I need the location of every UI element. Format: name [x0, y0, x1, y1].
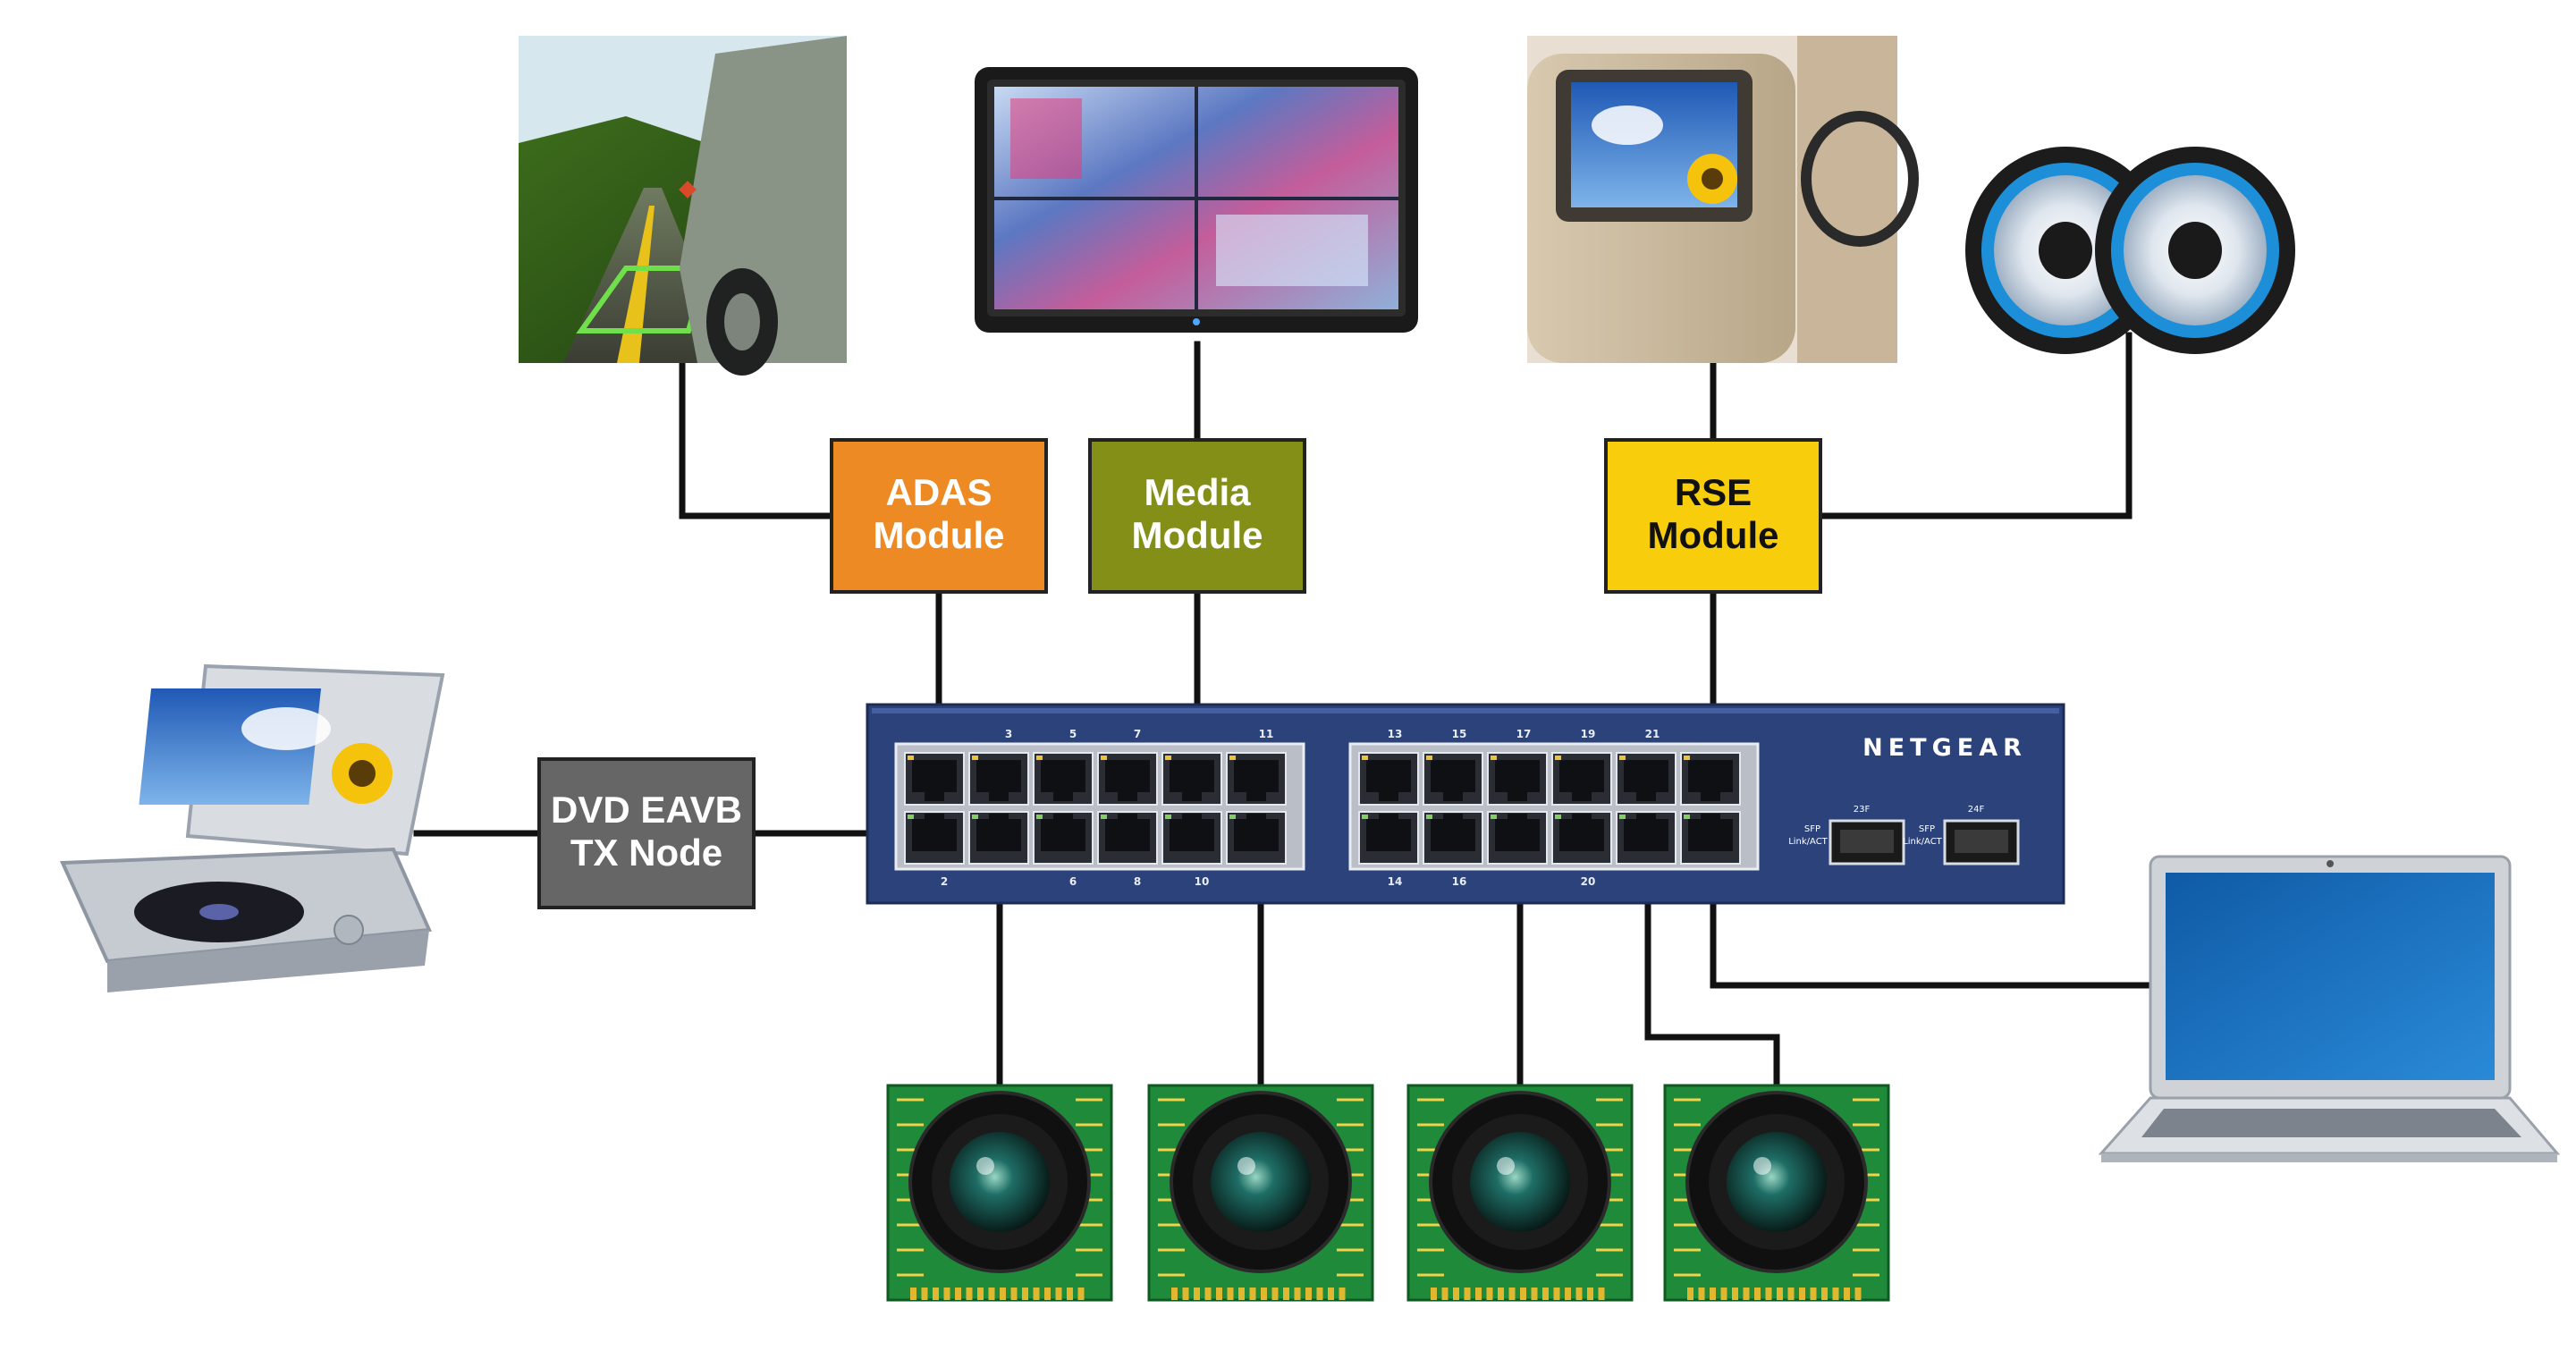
rj45-port: [1551, 752, 1612, 806]
rj45-port: [1097, 752, 1158, 806]
camera-board-2: [1147, 1084, 1374, 1302]
port-number: 11: [1259, 728, 1274, 740]
port-number: 3: [1005, 728, 1012, 740]
port-number: 16: [1452, 875, 1467, 888]
sfp-port-sub-label: Link/ACT: [1903, 837, 1942, 847]
camera-board-3: [1406, 1084, 1634, 1302]
rj45-port: [1680, 811, 1741, 865]
wire-adas-camera: [679, 359, 835, 519]
camera-board-1: [886, 1084, 1113, 1302]
port-number: 5: [1069, 728, 1077, 740]
camera-boards: [886, 1084, 1890, 1302]
camera-lens: [950, 1132, 1050, 1232]
rj45-port: [968, 811, 1029, 865]
switch-top-port-numbers: 3 5 7 11 13 15 17 19 21: [1005, 728, 1660, 740]
rj45-port: [1161, 811, 1222, 865]
camera-board-4: [1663, 1084, 1890, 1302]
port-number: 15: [1452, 728, 1467, 740]
port-number: 17: [1516, 728, 1532, 740]
sfp-port-23f: 23F SFP Link/ACT: [1788, 805, 1905, 865]
sfp-port-label: 24F: [1968, 805, 1985, 815]
sfp-port-sub-label: SFP: [1919, 824, 1935, 834]
rj45-port: [1423, 752, 1483, 806]
media-module-label-line2: Module: [1132, 514, 1263, 556]
rj45-port: [1551, 811, 1612, 865]
rj45-port: [1616, 752, 1677, 806]
rj45-port: [1097, 811, 1158, 865]
media-monitor: [975, 67, 1418, 333]
rj45-port: [1616, 811, 1677, 865]
rj45-port: [1226, 752, 1287, 806]
port-number: 2: [941, 875, 948, 888]
port-number: 13: [1388, 728, 1403, 740]
port-number: 8: [1134, 875, 1141, 888]
rj45-port: [904, 811, 965, 865]
dvd-node-label-line1: DVD EAVB: [551, 789, 742, 831]
rj45-port: [1033, 752, 1094, 806]
rj45-port: [1226, 811, 1287, 865]
rse-module-box: RSE Module: [1604, 438, 1822, 594]
switch-bottom-port-numbers: 2 6 8 10 14 16 20: [941, 875, 1596, 888]
port-number: 14: [1388, 875, 1403, 888]
rse-module-label-line2: Module: [1648, 514, 1779, 556]
network-switch: 3 5 7 11 13 15 17 19 21 2 6 8 10 14 16 2…: [866, 703, 2065, 905]
port-number: 7: [1134, 728, 1141, 740]
adas-road-photo: [519, 36, 847, 376]
sfp-port-24f: 24F SFP Link/ACT: [1903, 805, 2020, 865]
dvd-eavb-node-box: DVD EAVB TX Node: [537, 757, 756, 909]
camera-lens: [1211, 1132, 1311, 1232]
rj45-port: [968, 752, 1029, 806]
sfp-port-sub-label: SFP: [1804, 824, 1820, 834]
rj45-port: [1358, 811, 1419, 865]
rj45-port: [1487, 811, 1548, 865]
adas-module-label-line2: Module: [874, 514, 1005, 556]
rse-module-label-line1: RSE: [1675, 471, 1752, 513]
rj45-port: [1487, 752, 1548, 806]
port-number: 19: [1581, 728, 1596, 740]
port-number: 20: [1581, 875, 1596, 888]
port-number: 10: [1195, 875, 1210, 888]
wire-camera-4: [1644, 832, 1780, 1089]
sfp-port-sub-label: Link/ACT: [1788, 837, 1828, 847]
dvd-node-label-line2: TX Node: [570, 832, 722, 874]
rj45-port: [1423, 811, 1483, 865]
sfp-port-label: 23F: [1854, 805, 1871, 815]
rj45-port: [904, 752, 965, 806]
rse-headrest-photo: [1527, 36, 1919, 363]
rj45-port: [1680, 752, 1741, 806]
camera-lens: [1470, 1132, 1570, 1232]
adas-module-box: ADAS Module: [830, 438, 1048, 594]
rj45-port: [1161, 752, 1222, 806]
port-number: 6: [1069, 875, 1077, 888]
rj45-port: [1358, 752, 1419, 806]
laptop: [2098, 855, 2561, 1162]
port-number: 21: [1645, 728, 1660, 740]
switch-port-grid: [904, 752, 1741, 865]
media-module-label-line1: Media: [1144, 471, 1251, 513]
camera-lens: [1727, 1132, 1827, 1232]
wire-speakers: [1820, 332, 2133, 519]
rj45-port: [1033, 811, 1094, 865]
switch-brand-logo: NETGEAR: [1862, 734, 2027, 762]
portable-dvd-player: [59, 663, 445, 992]
speakers: [1965, 147, 2295, 354]
media-module-box: Media Module: [1088, 438, 1306, 594]
adas-module-label-line1: ADAS: [885, 471, 992, 513]
